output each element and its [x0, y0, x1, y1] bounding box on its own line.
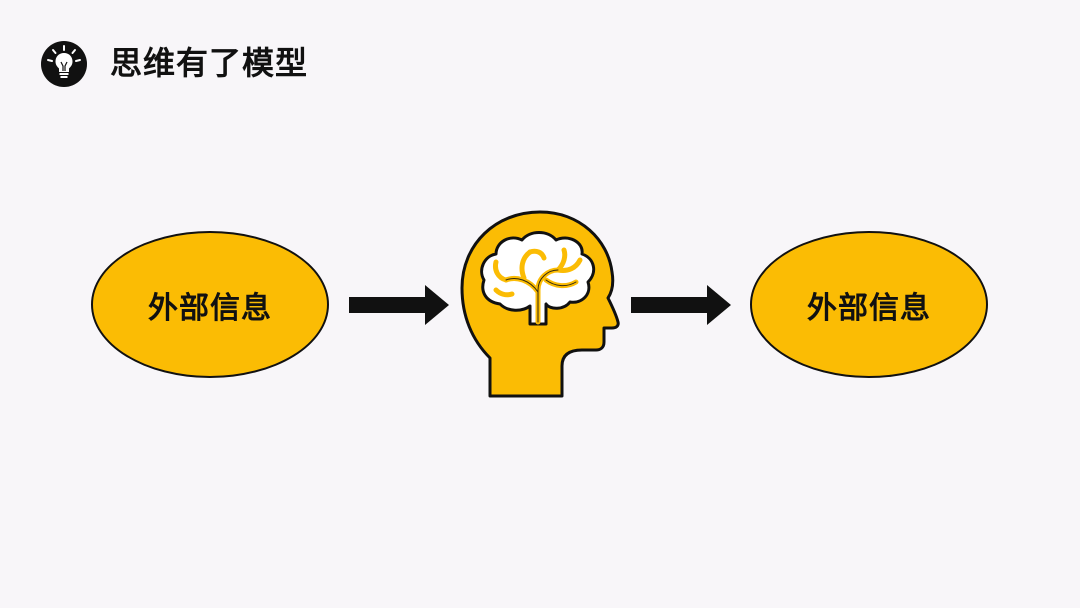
page-title: 思维有了模型	[110, 44, 309, 82]
arrow-right-icon	[349, 283, 449, 327]
output-info-node: 外部信息	[750, 231, 988, 378]
lightbulb-icon	[40, 40, 88, 88]
input-info-node: 外部信息	[91, 231, 329, 378]
arrow-right-icon	[631, 283, 731, 327]
brain-head-icon	[458, 208, 622, 398]
output-info-label: 外部信息	[807, 290, 931, 326]
input-info-label: 外部信息	[148, 290, 272, 326]
